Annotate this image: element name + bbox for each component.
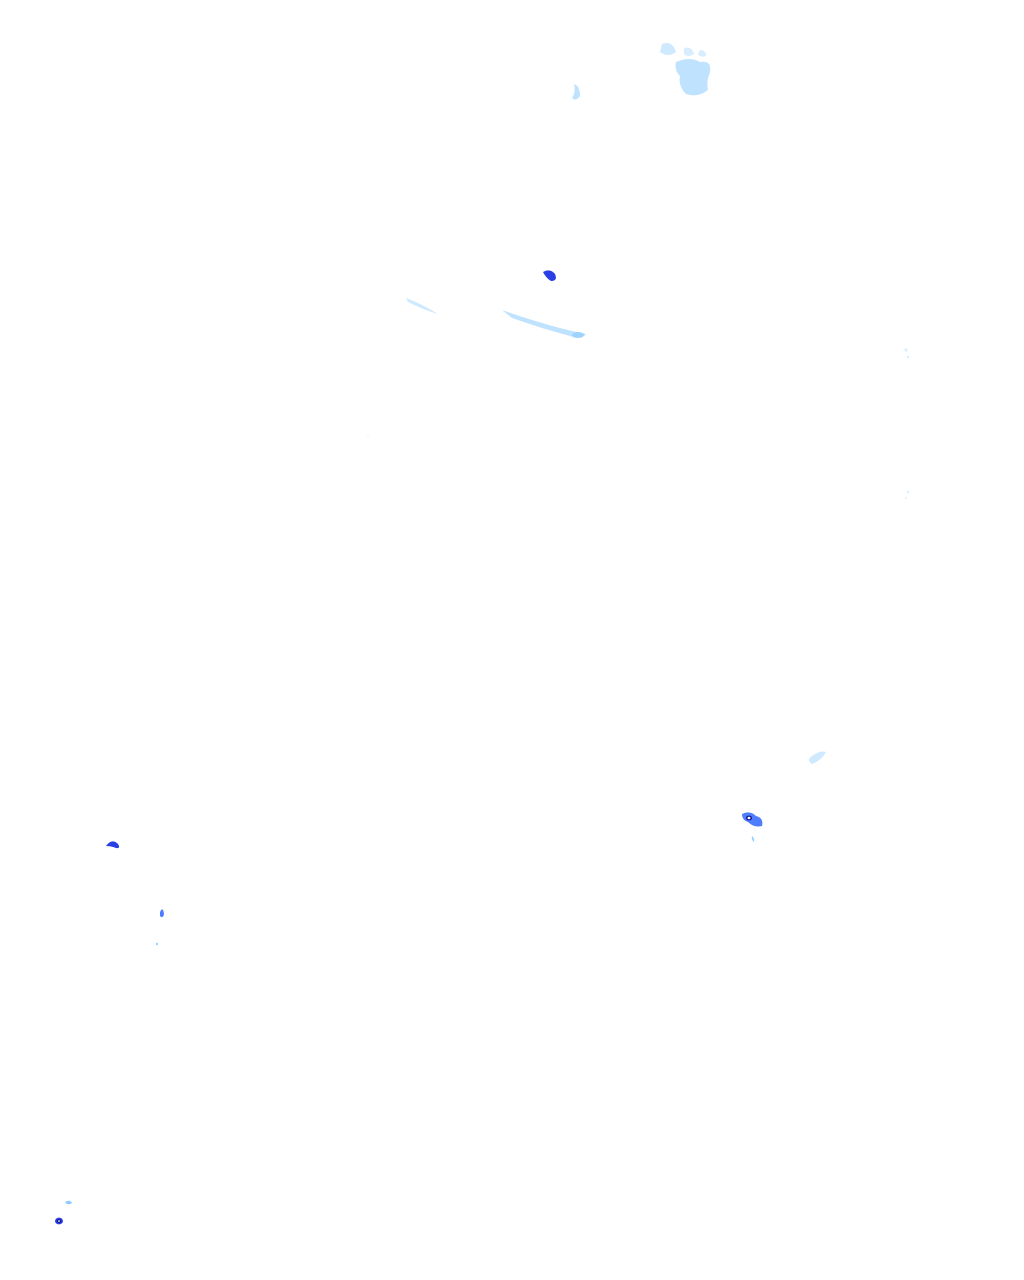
echo-cluster-west [106,841,164,946]
echo-cell [543,270,556,281]
echo-cell [809,751,826,764]
echo-cell [502,310,586,338]
echo-cell [675,59,711,96]
echo-cell [106,841,120,849]
echo-cell [684,47,694,56]
echo-cell [751,836,755,842]
echo-peak [747,816,751,820]
echo-cluster-southeast [742,751,826,842]
echo-cell-central [543,270,556,281]
echo-cell [660,43,676,55]
echo-cell [572,332,584,338]
echo-cell [698,50,706,57]
echo-cell [742,812,763,827]
echo-cluster-southwest [55,1200,72,1225]
echo-cell [65,1200,72,1205]
echo-cell [406,298,438,314]
echo-cluster-northeast [572,43,711,100]
echo-speckles-east [367,348,910,499]
echo-cell [160,909,164,918]
echo-streak [406,298,586,338]
echo-peak [58,1220,60,1222]
echo-cell [572,84,580,100]
